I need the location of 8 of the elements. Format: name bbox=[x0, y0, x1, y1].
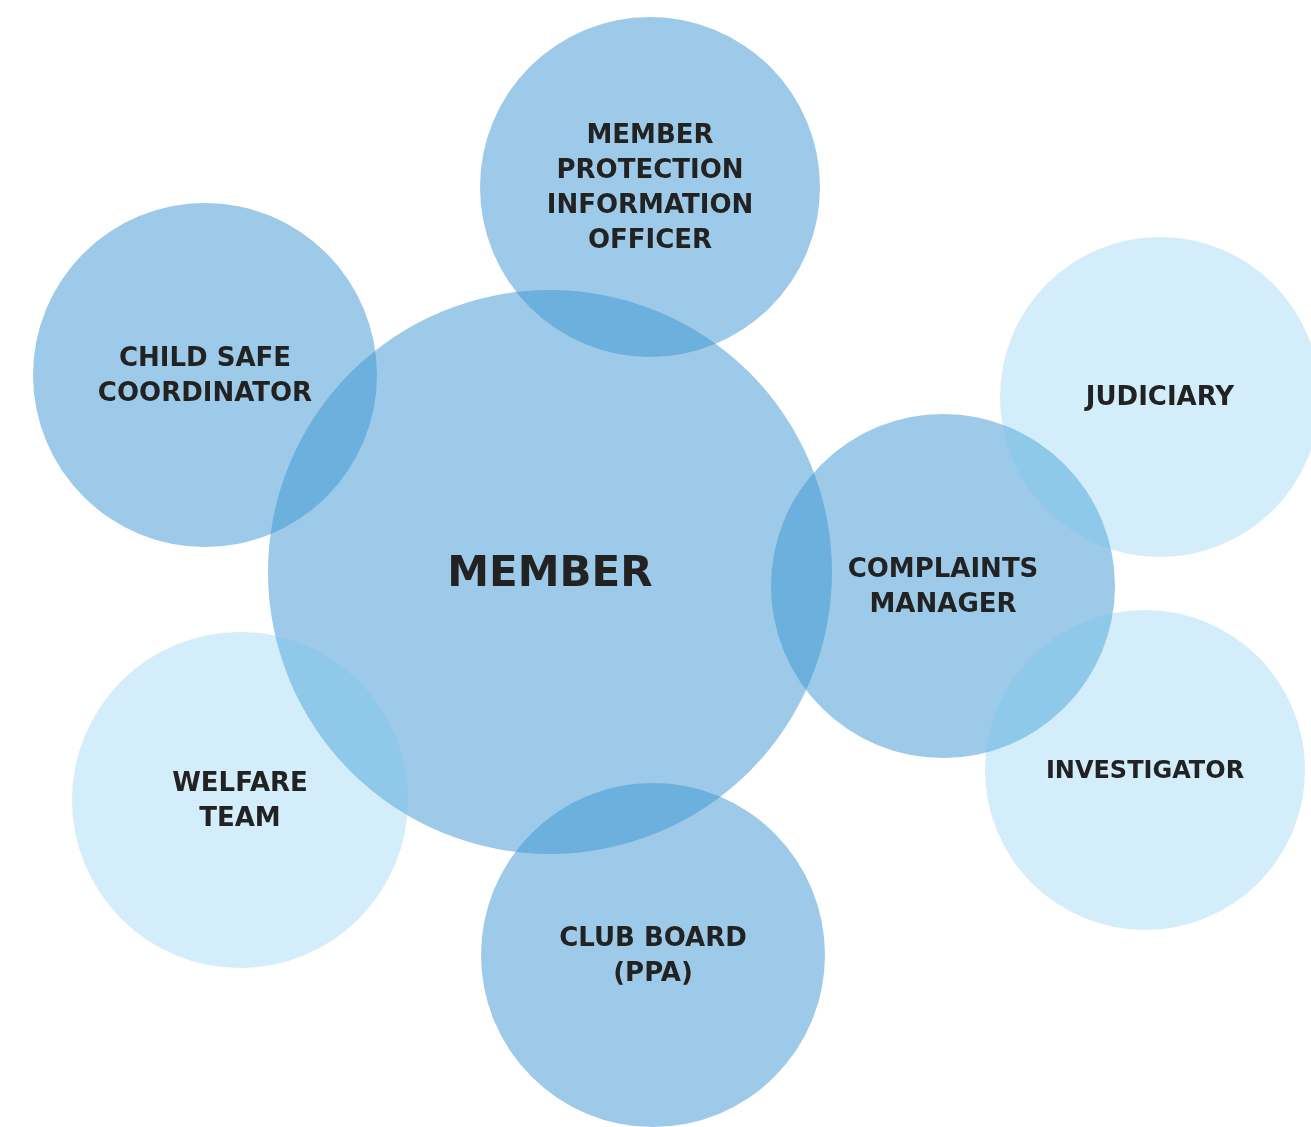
role-label: CLUB BOARD (PPA) bbox=[558, 920, 748, 989]
role-label: MEMBER bbox=[447, 545, 653, 598]
role-label: MEMBER PROTECTION INFORMATION OFFICER bbox=[545, 117, 755, 257]
role-label: WELFARE TEAM bbox=[171, 765, 309, 834]
role-label: JUDICIARY bbox=[1085, 380, 1235, 414]
role-label: COMPLAINTS MANAGER bbox=[846, 551, 1040, 620]
role-label: INVESTIGATOR bbox=[1045, 754, 1245, 786]
role-label: CHILD SAFE COORDINATOR bbox=[96, 340, 314, 409]
